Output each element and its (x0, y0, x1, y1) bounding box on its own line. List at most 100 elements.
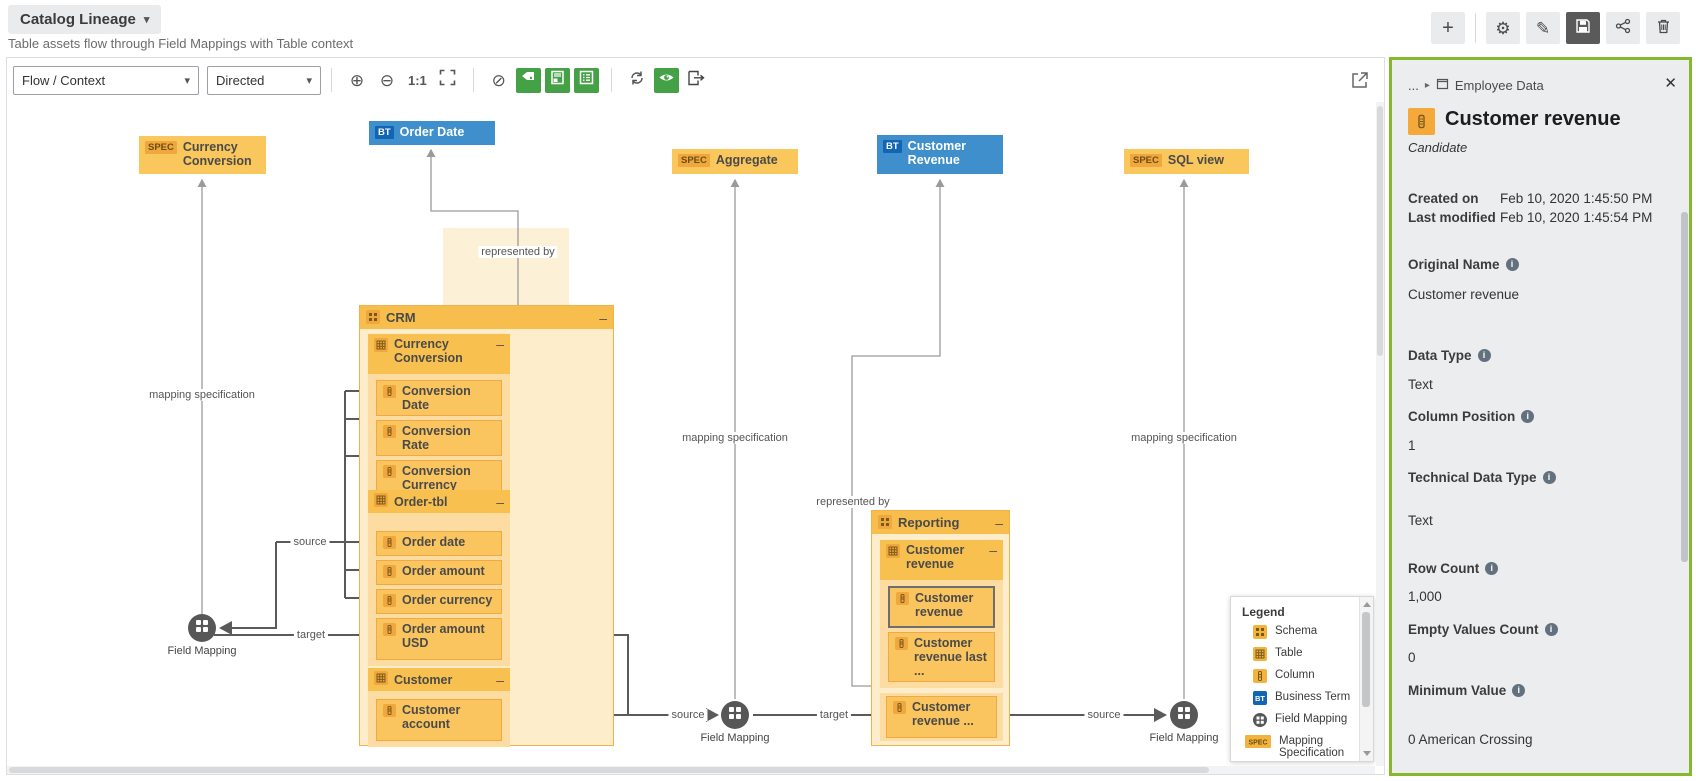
table-icon (1253, 647, 1267, 664)
toggle-labels-button[interactable] (515, 67, 541, 93)
delete-button[interactable] (1646, 12, 1680, 44)
save-button[interactable] (1566, 12, 1600, 44)
settings-button[interactable]: ⚙ (1486, 12, 1520, 44)
node-spec-currency-conversion[interactable]: SPEC Currency Conversion (139, 136, 266, 174)
business-term-icon: BT (1253, 691, 1267, 708)
scrollbar-thumb[interactable] (1362, 612, 1370, 707)
toggle-node-details-button[interactable] (544, 67, 570, 93)
spec-badge: SPEC (678, 154, 710, 167)
table-order-tbl[interactable]: Order-tbl – Order date Order amount Orde… (368, 490, 510, 666)
divider (610, 68, 612, 92)
field-mapping-node-1[interactable] (188, 614, 216, 642)
table-currency-conversion[interactable]: Currency Conversion – Conversion Date Co… (368, 334, 510, 508)
collapse-button[interactable]: – (599, 309, 607, 326)
info-icon[interactable]: i (1521, 410, 1535, 423)
node-label: Order Date (399, 125, 465, 139)
collapse-button[interactable]: – (995, 514, 1003, 531)
column-list: Customer revenue Customer revenue last .… (880, 580, 1003, 688)
direction-select[interactable]: Directed ▾ (207, 65, 321, 95)
open-in-new-window-button[interactable] (1350, 70, 1370, 95)
table-customer-revenue[interactable]: Customer revenue – Customer revenue Cust… (880, 540, 1003, 688)
column-customer-revenue-selected[interactable]: Customer revenue (888, 586, 995, 628)
legend-item-field-mapping: Field Mapping (1253, 713, 1373, 730)
panel-scrollbar[interactable] (1681, 62, 1688, 771)
column-customer-account[interactable]: Customer account (376, 699, 502, 741)
column-order-currency[interactable]: Order currency (376, 589, 502, 614)
zoom-reset-button[interactable]: 1:1 (408, 72, 427, 88)
info-icon[interactable]: i (1485, 562, 1499, 575)
column-list: Conversion Date Conversion Rate Conversi… (368, 374, 510, 508)
info-icon[interactable]: i (1505, 258, 1519, 271)
share-button[interactable] (1606, 12, 1640, 44)
column-name: Conversion Currency (402, 464, 471, 492)
table-strip: Customer revenue ... (880, 693, 1003, 741)
node-bt-customer-revenue[interactable]: BT Customer Revenue (877, 135, 1003, 174)
edit-button[interactable]: ✎ (1526, 12, 1560, 44)
add-button[interactable]: + (1431, 12, 1465, 44)
collapse-button[interactable]: – (496, 493, 504, 510)
chevron-down-icon: ▾ (306, 74, 312, 87)
table-header[interactable]: Currency Conversion – (368, 334, 510, 374)
collapse-button[interactable]: – (496, 671, 504, 688)
table-customer[interactable]: Customer – Customer account (368, 668, 510, 747)
schema-header-crm[interactable]: CRM – (360, 306, 613, 329)
field-label-row-count: Row Count i (1408, 561, 1499, 576)
plus-icon: + (1442, 17, 1454, 39)
table-header[interactable]: Customer – (368, 668, 510, 691)
info-icon[interactable]: i (1477, 349, 1491, 362)
node-bt-order-date[interactable]: BT Order Date (369, 121, 495, 145)
node-spec-sql-view[interactable]: SPEC SQL view (1124, 149, 1249, 174)
column-conversion-date[interactable]: Conversion Date (376, 380, 502, 416)
legend-label: Column (1275, 669, 1315, 681)
node-spec-aggregate[interactable]: SPEC Aggregate (672, 149, 798, 174)
column-order-amount[interactable]: Order amount (376, 560, 502, 585)
canvas-horizontal-scrollbar[interactable] (7, 766, 1375, 774)
schema-container-crm[interactable]: CRM – Currency Conversion – Conversion D… (359, 305, 614, 747)
breadcrumb: ... ▸ Employee Data (1408, 78, 1544, 93)
table-header[interactable]: Customer revenue – (880, 540, 1003, 580)
column-order-amount-usd[interactable]: Order amount USD (376, 618, 502, 660)
column-customer-revenue-last[interactable]: Customer revenue last ... (888, 632, 995, 682)
field-mapping-node-3[interactable] (1170, 701, 1198, 729)
zoom-out-button[interactable]: ⊖ (374, 67, 400, 93)
info-icon[interactable]: i (1512, 684, 1526, 697)
field-mapping-label: Field Mapping (167, 645, 237, 657)
legend-title: Legend (1242, 605, 1285, 619)
schema-header-reporting[interactable]: Reporting – (872, 511, 1009, 534)
scrollbar-thumb[interactable] (1681, 212, 1688, 562)
canvas-vertical-scrollbar[interactable] (1376, 102, 1384, 766)
export-button[interactable] (683, 67, 709, 93)
info-icon[interactable]: i (1542, 471, 1556, 484)
zoom-in-button[interactable]: ⊕ (344, 67, 370, 93)
svg-text:BT: BT (1255, 694, 1265, 703)
collapse-button[interactable]: – (496, 336, 504, 352)
field-label-text: Minimum Value (1408, 683, 1507, 698)
column-conversion-rate[interactable]: Conversion Rate (376, 420, 502, 456)
field-mapping-node-2[interactable] (721, 701, 749, 729)
overview-disabled-button[interactable]: ⊘ (486, 67, 512, 93)
fit-screen-button[interactable] (435, 67, 461, 93)
layout-select[interactable]: Flow / Context ▾ (13, 65, 199, 95)
info-icon[interactable]: i (1544, 623, 1558, 636)
lineage-canvas[interactable]: Flow / Context ▾ Directed ▾ ⊕ ⊖ 1:1 ⊘ (6, 57, 1385, 775)
scrollbar-thumb[interactable] (9, 767, 1209, 773)
column-customer-revenue-calc[interactable]: Customer revenue ... (886, 696, 997, 738)
diagram-view-picker[interactable]: Catalog Lineage ▾ (8, 5, 162, 34)
edge-label-target: target (293, 629, 329, 641)
export-icon (687, 70, 705, 91)
close-icon[interactable]: ✕ (1664, 75, 1677, 92)
schema-container-reporting[interactable]: Reporting – Customer revenue – Customer … (871, 510, 1010, 746)
collapse-button[interactable]: – (989, 542, 997, 558)
table-header[interactable]: Order-tbl – (368, 490, 510, 513)
field-mapping-icon (728, 706, 742, 725)
refresh-button[interactable] (624, 67, 650, 93)
breadcrumb-ellipsis[interactable]: ... (1408, 78, 1419, 93)
toggle-visibility-button[interactable] (653, 67, 679, 93)
breadcrumb-parent[interactable]: Employee Data (1454, 78, 1544, 93)
column-order-date[interactable]: Order date (376, 531, 502, 556)
layout-select-value: Flow / Context (22, 72, 106, 88)
legend-scrollbar[interactable] (1359, 597, 1373, 761)
scrollbar-thumb[interactable] (1377, 106, 1383, 356)
toggle-list-button[interactable] (573, 67, 599, 93)
